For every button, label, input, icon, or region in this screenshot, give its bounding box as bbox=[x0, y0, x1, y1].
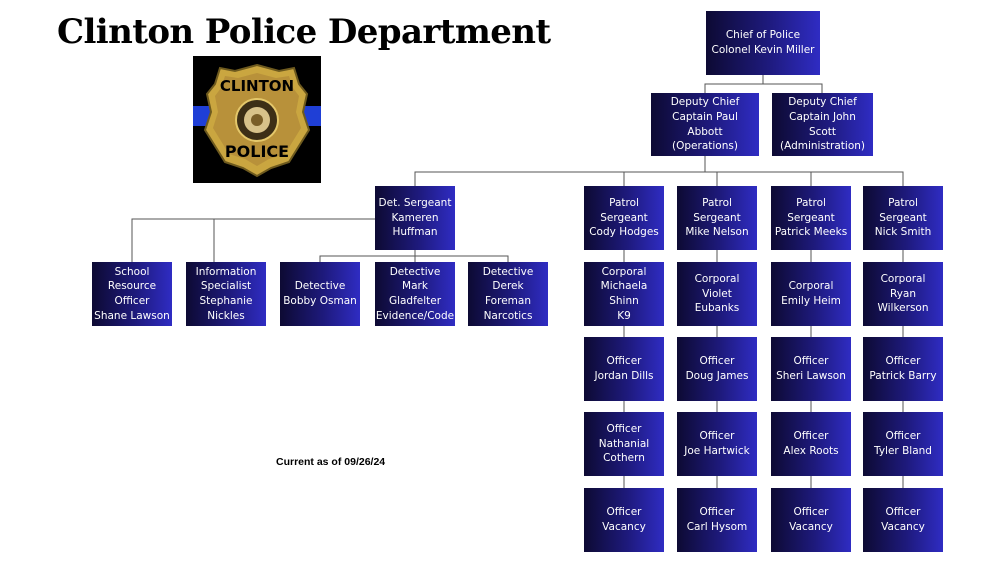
node-det-gladfelter: Detective Mark Gladfelter Evidence/Code bbox=[375, 262, 455, 326]
node-off-bland: Officer Tyler Bland bbox=[863, 412, 943, 476]
node-chief: Chief of Police Colonel Kevin Miller bbox=[706, 11, 820, 75]
node-det-foreman: Detective Derek Foreman Narcotics bbox=[468, 262, 548, 326]
node-cpl-shinn: Corporal Michaela Shinn K9 bbox=[584, 262, 664, 326]
node-vacancy-3: Officer Vacancy bbox=[771, 488, 851, 552]
node-off-dills: Officer Jordan Dills bbox=[584, 337, 664, 401]
node-deputy-ops: Deputy Chief Captain Paul Abbott (Operat… bbox=[651, 93, 759, 156]
node-off-lawson: Officer Sheri Lawson bbox=[771, 337, 851, 401]
node-info-specialist: Information Specialist Stephanie Nickles bbox=[186, 262, 266, 326]
node-vacancy-4: Officer Vacancy bbox=[863, 488, 943, 552]
edge-detsgt-left bbox=[131, 218, 375, 262]
badge-text-bottom: POLICE bbox=[225, 142, 289, 161]
node-vacancy-1: Officer Vacancy bbox=[584, 488, 664, 552]
edge-chief-deputies bbox=[704, 75, 764, 93]
edge-chief-deputy-admin bbox=[763, 83, 823, 93]
node-off-barry: Officer Patrick Barry bbox=[863, 337, 943, 401]
edge-detsgt-bus bbox=[319, 255, 509, 262]
badge-text-top: CLINTON bbox=[220, 77, 294, 95]
node-off-james: Officer Doug James bbox=[677, 337, 757, 401]
node-off-hysom: Officer Carl Hysom bbox=[677, 488, 757, 552]
node-cpl-wilkerson: Corporal Ryan Wilkerson bbox=[863, 262, 943, 326]
node-sro: School Resource Officer Shane Lawson bbox=[92, 262, 172, 326]
edge-deputy-ops-bus bbox=[414, 171, 904, 186]
node-ps-meeks: Patrol Sergeant Patrick Meeks bbox=[771, 186, 851, 250]
node-ps-smith: Patrol Sergeant Nick Smith bbox=[863, 186, 943, 250]
page-title: Clinton Police Department bbox=[57, 12, 551, 52]
node-det-osman: Detective Bobby Osman bbox=[280, 262, 360, 326]
node-deputy-admin: Deputy Chief Captain John Scott (Adminis… bbox=[772, 93, 873, 156]
node-cpl-eubanks: Corporal Violet Eubanks bbox=[677, 262, 757, 326]
node-cpl-heim: Corporal Emily Heim bbox=[771, 262, 851, 326]
node-off-hartwick: Officer Joe Hartwick bbox=[677, 412, 757, 476]
node-det-sergeant: Det. Sergeant Kameren Huffman bbox=[375, 186, 455, 250]
police-badge-logo: CLINTON POLICE bbox=[193, 56, 321, 183]
node-off-cothern: Officer Nathanial Cothern bbox=[584, 412, 664, 476]
node-off-roots: Officer Alex Roots bbox=[771, 412, 851, 476]
node-ps-nelson: Patrol Sergeant Mike Nelson bbox=[677, 186, 757, 250]
updated-date-note: Current as of 09/26/24 bbox=[276, 456, 386, 468]
node-ps-hodges: Patrol Sergeant Cody Hodges bbox=[584, 186, 664, 250]
